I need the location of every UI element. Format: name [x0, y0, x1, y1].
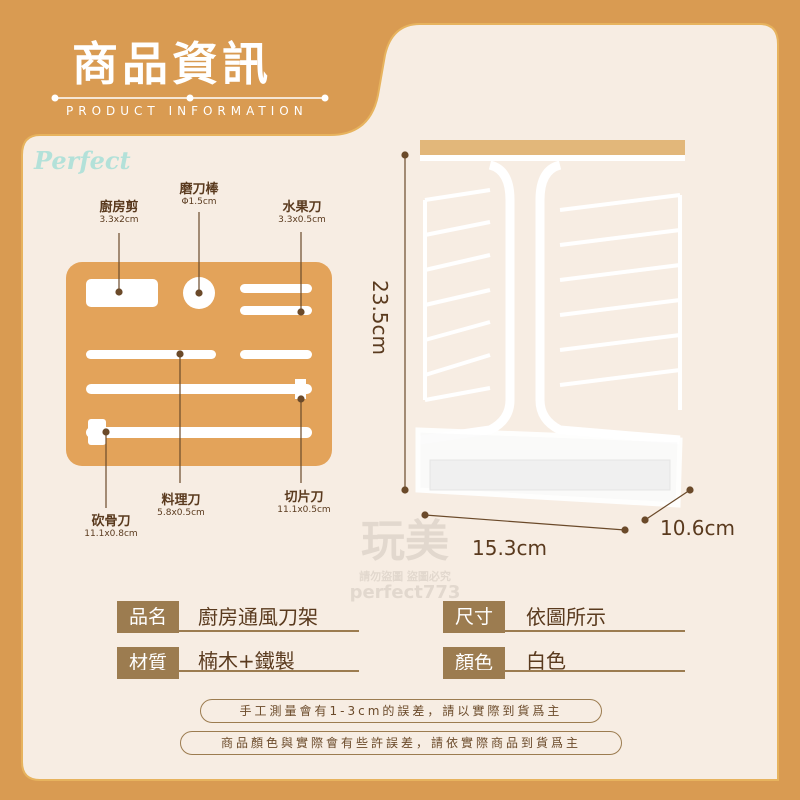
spec-key-color: 顏色: [443, 647, 506, 679]
brand-logo: Perfect: [34, 146, 131, 175]
spec-key-material: 材質: [117, 647, 180, 679]
divider: [443, 630, 685, 632]
divider: [117, 670, 359, 672]
watermark-id: perfect773: [349, 582, 461, 603]
spec-key-size: 尺寸: [443, 601, 506, 633]
spec-value-material: 楠木+鐵製: [198, 649, 295, 673]
spec-key-name: 品名: [117, 601, 180, 633]
spec-value-name: 廚房通風刀架: [198, 605, 318, 629]
dimension-depth: 10.6cm: [660, 516, 736, 540]
page-title: 商品資訊: [72, 37, 272, 91]
header-divider: [51, 94, 329, 102]
spec-value-color: 白色: [526, 649, 566, 673]
knife-block-top-diagram: [66, 262, 332, 466]
note-measurement: 手工測量會有1-3cm的誤差，請以實際到貨爲主: [200, 699, 602, 723]
dimension-width: 15.3cm: [472, 536, 548, 560]
divider: [443, 670, 685, 672]
page-subtitle: PRODUCT INFORMATION: [66, 104, 308, 118]
watermark-line: 請勿盜圖 盜圖必究: [359, 570, 451, 583]
spec-value-size: 依圖所示: [526, 605, 606, 629]
leader-lines: [102, 212, 305, 508]
note-color: 商品顏色與實際會有些許誤差，請依實際商品到貨爲主: [180, 731, 622, 755]
divider: [117, 630, 359, 632]
watermark-main: 玩美: [361, 516, 449, 567]
knife-rack-illustration: [415, 140, 685, 508]
dimension-lines: [401, 151, 694, 534]
dimension-height: 23.5cm: [368, 280, 392, 356]
